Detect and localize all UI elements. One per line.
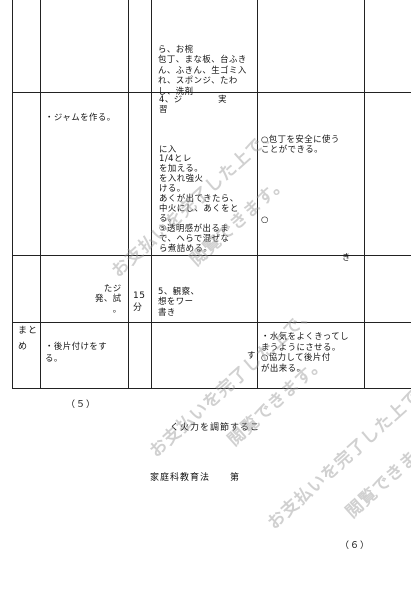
cell-evaluation-mark: ○ [261, 214, 269, 224]
figure-caption: く火力を調節するこ [170, 423, 261, 433]
page-number-left: （５） [66, 400, 97, 410]
table-rule [364, 0, 365, 389]
table-rule [12, 388, 411, 389]
cell-cleanup-tail: す [247, 350, 256, 360]
table-rule [257, 0, 258, 389]
table-rule [12, 255, 411, 256]
lesson-plan-table: ら、お椀 包丁、まな板、台ふき ん、ふきん、生ゴミ入 れ、スポンジ、たわ し、洗… [12, 0, 411, 389]
table-rule [12, 0, 13, 389]
author-line: 家庭科教育法 第 [150, 473, 241, 483]
cell-procedure-steps: 4、ジ 実 習 に入 1/4とレ を加える。 を入れ強火 ける。 あくが出てきた… [159, 94, 239, 253]
cell-summary-label: まと め [18, 326, 39, 352]
cell-evaluation-tail: き [342, 252, 351, 262]
cell-tasting: たジ 発、試 。 [95, 283, 122, 314]
page-number-right: （６） [340, 541, 371, 551]
table-rule [12, 322, 411, 323]
cell-activity-jam: ・ジャムを作る。 [45, 112, 116, 122]
document-page: ら、お椀 包丁、まな板、台ふき ん、ふきん、生ゴミ入 れ、スポンジ、たわ し、洗… [12, 0, 411, 551]
table-rule [12, 92, 411, 93]
cell-observation: 5、観察、 想をワー 書き [158, 286, 200, 317]
table-rule [40, 0, 41, 389]
cell-equipment-list: ら、お椀 包丁、まな板、台ふき ん、ふきん、生ゴミ入 れ、スポンジ、たわ し、洗… [158, 44, 247, 96]
table-rule [128, 0, 129, 389]
cell-duration: 15 分 [133, 291, 146, 313]
cell-evaluation-cleanup: ・水気をよくきってし まうようにさせる。 ○協力して後片付 が出来る。 [261, 331, 349, 373]
cell-cleanup: ・後片付けをす る。 [45, 341, 108, 363]
table-rule [151, 0, 152, 389]
cell-evaluation-knife: ○包丁を安全に使う ことができる。 [261, 134, 340, 155]
